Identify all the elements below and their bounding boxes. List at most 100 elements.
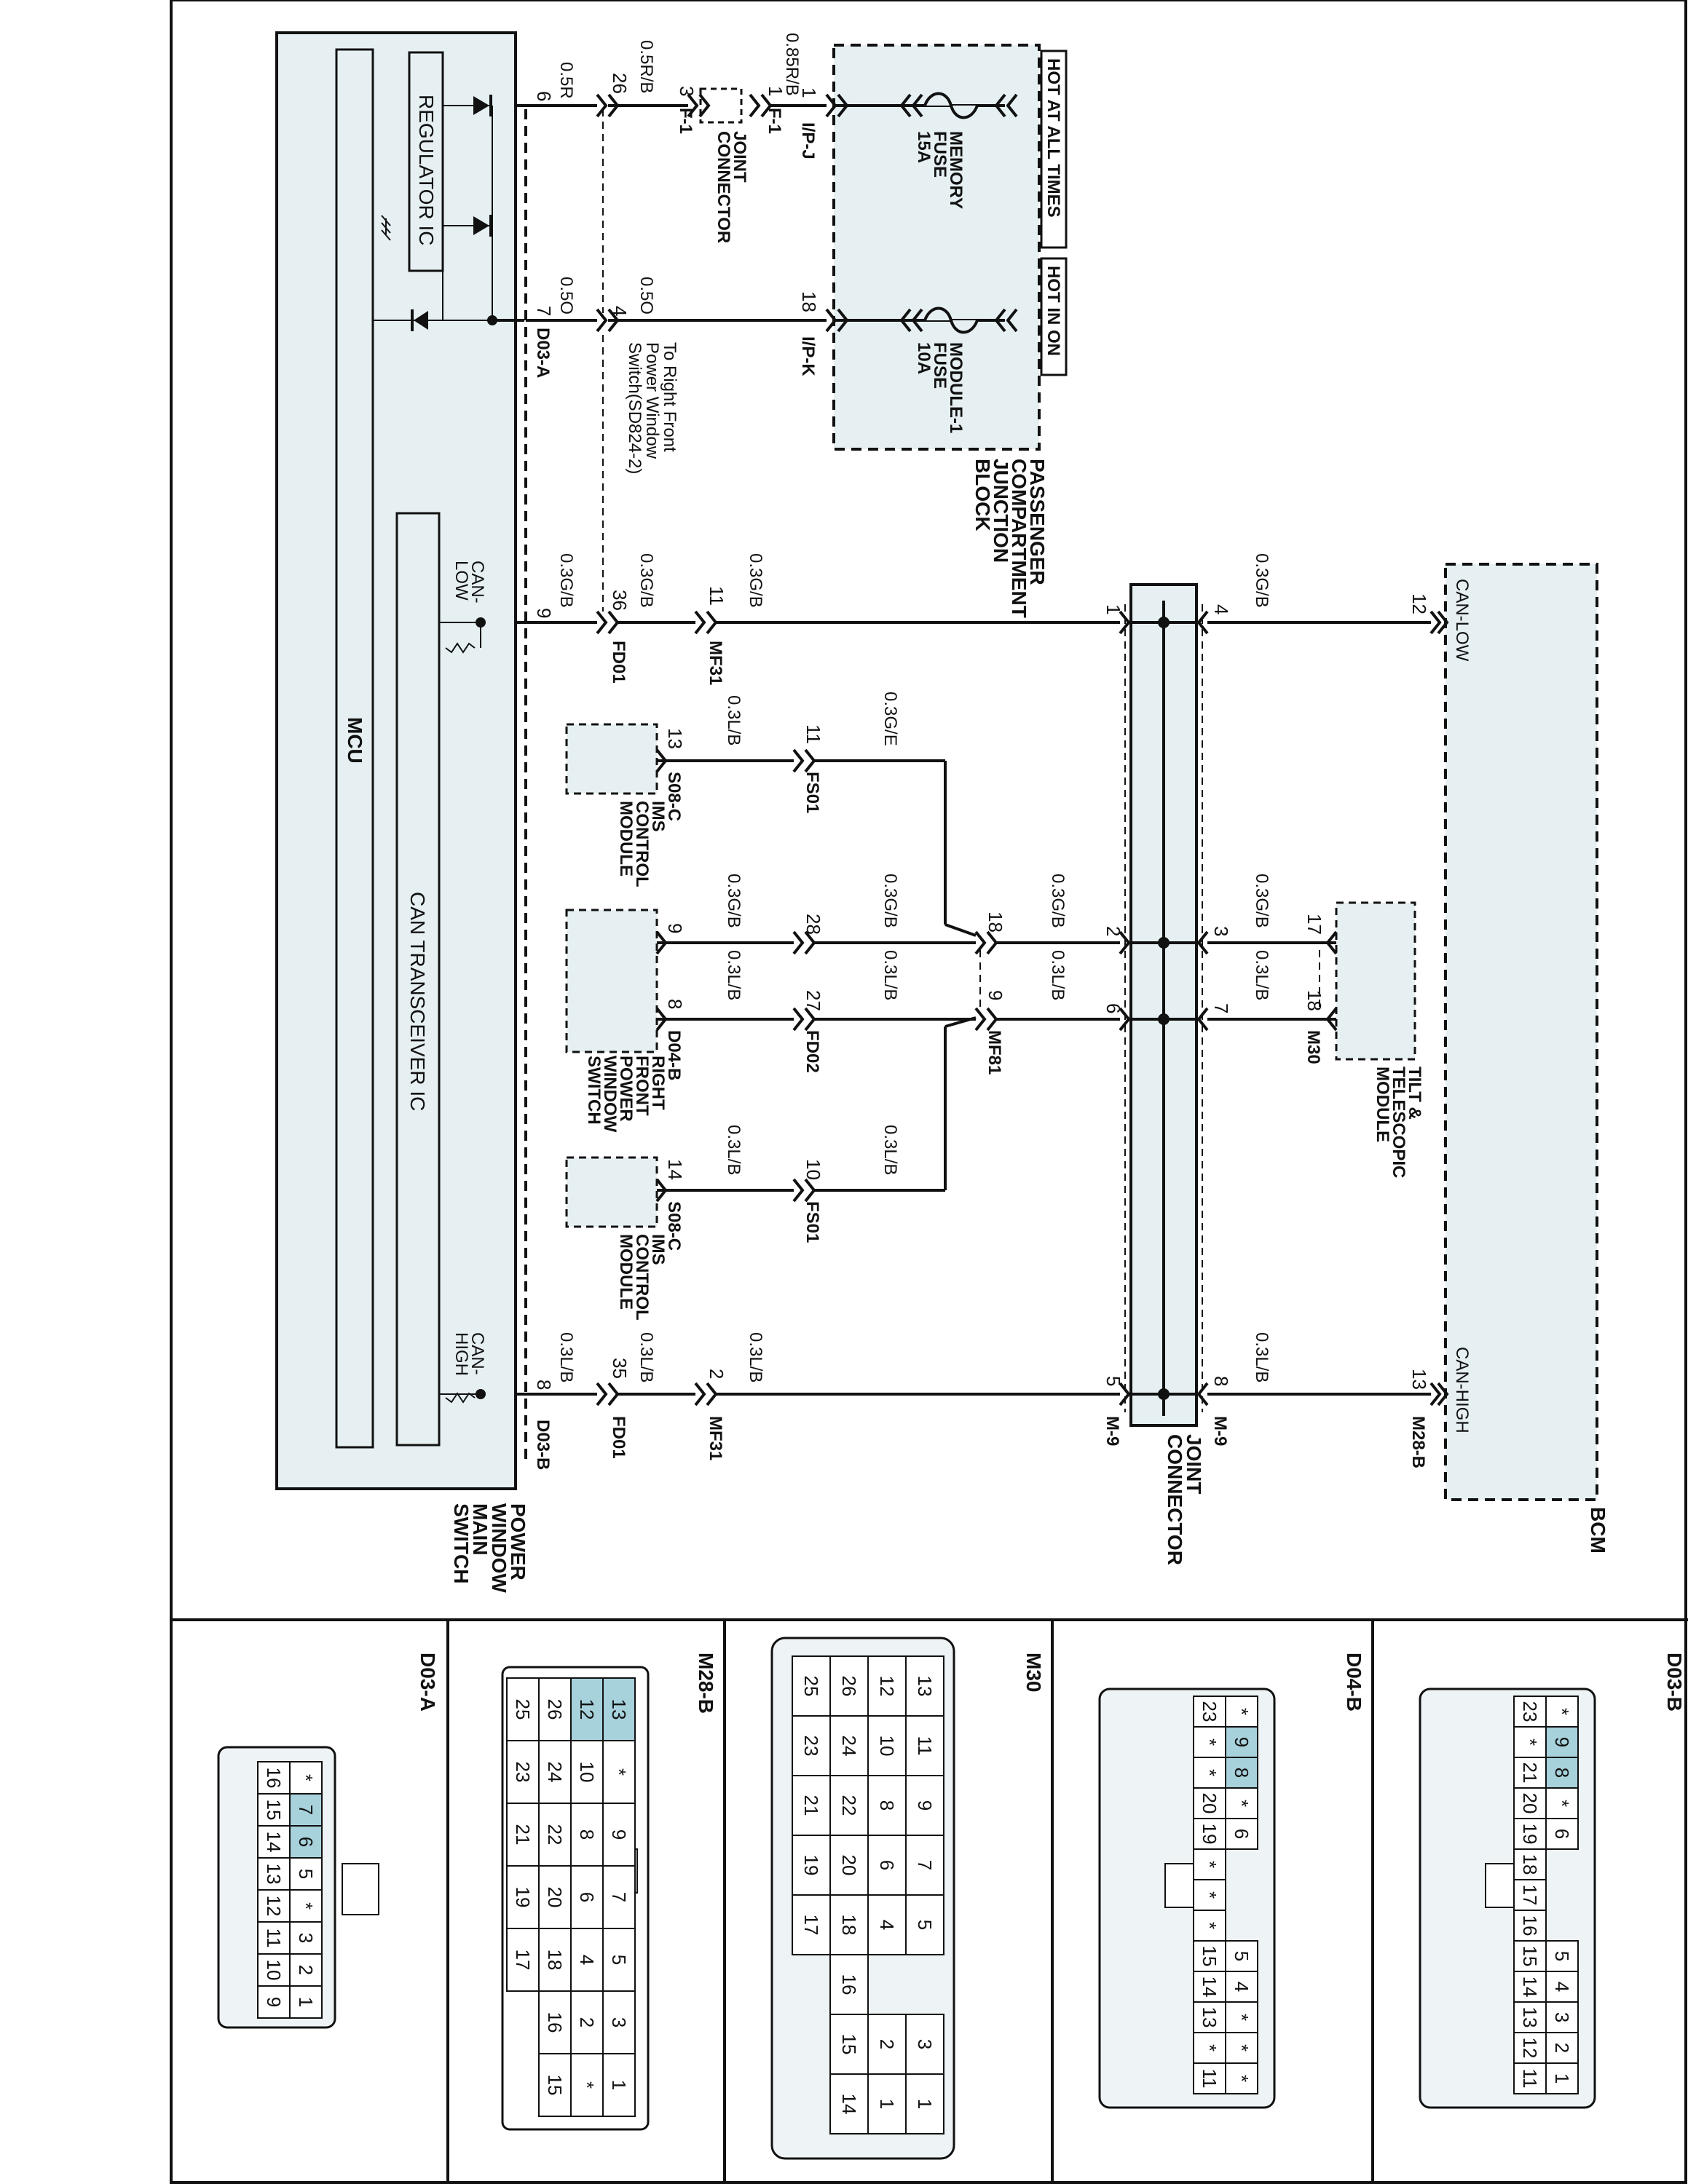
pin-26: 26 [609, 73, 631, 94]
f1-label-right: F-1 [765, 108, 784, 134]
mcu-block [335, 48, 374, 1449]
m28b-pin-cell [602, 1928, 636, 1992]
m28b-pin-cell [570, 1928, 604, 1992]
d04b-pin-label: 15 [1199, 1946, 1220, 1967]
memory-fuse-label-1: MEMORY [946, 131, 966, 209]
d04b-pin-label: 4 [1231, 1982, 1253, 1992]
d03b-pin-label: 8 [1551, 1768, 1573, 1778]
m30-pin-17: 17 [1304, 914, 1325, 935]
d03b-pin-cell [1513, 2062, 1547, 2094]
m30-pin-label: 17 [800, 1915, 822, 1936]
d03b-pin-label: 15 [1519, 1946, 1541, 1967]
d04b-pin-label: * [1231, 2075, 1253, 2082]
junction-block-label-3: JUNCTION [990, 459, 1012, 563]
d03a-pin-cell [257, 1825, 291, 1859]
m9-label-right: M-9 [1210, 1416, 1230, 1446]
m30-pin-label: 14 [838, 2094, 860, 2115]
m30-pin-cell [905, 2073, 944, 2134]
junction-block-label-2: COMPARTMENT [1008, 459, 1030, 618]
bcm-module [1437, 563, 1598, 1501]
m30-label: M30 [1304, 1030, 1323, 1064]
d04b-pin-label: 6 [1231, 1829, 1253, 1839]
d04b-pin-cell [1193, 1818, 1226, 1850]
m28b-pin-cell [570, 1865, 604, 1929]
m30-pin-cell [792, 1835, 831, 1896]
fd01-label-bottom: FD01 [609, 1416, 628, 1459]
d03b-pin-label: 1 [1551, 2073, 1573, 2084]
d04b-pin-cell [1193, 1940, 1226, 1972]
m28b-pin-cell [538, 1990, 572, 2054]
d04b-view-title: D04-B [1343, 1653, 1365, 1712]
m28b-pin-label: 16 [544, 2012, 566, 2033]
mf81-label: MF81 [985, 1030, 1004, 1075]
hot-at-all-times-box [1040, 50, 1068, 249]
m28b-pin-label: 8 [576, 1829, 598, 1840]
d04b-pin-label: * [1231, 2044, 1253, 2052]
d03b-pin-label: 17 [1519, 1885, 1541, 1906]
power-window-main-switch: REGULATOR IC MCU CAN TRANSCEIVER IC CAN- [275, 31, 527, 1490]
m30-pin-cell [792, 1775, 831, 1836]
rf-label-1: RIGHT [648, 1056, 668, 1110]
m28b-pin-label: 25 [512, 1699, 534, 1720]
d03b-pin-cell [1513, 1971, 1547, 2003]
d03b-pin-label: 11 [1519, 2069, 1541, 2089]
d03a-pin-label: 12 [263, 1896, 285, 1917]
wire-05o-label-left: 0.5O [556, 277, 576, 314]
m28b-pin-cell [570, 1803, 604, 1867]
s08c-label-upper: S08-C [664, 772, 684, 821]
m30-pin-label: 5 [914, 1920, 936, 1930]
junction-block-label-1: PASSENGER [1026, 459, 1049, 585]
d03a-pin-cell [257, 1985, 291, 2019]
joint-center-label-2: CONNECTOR [1164, 1434, 1186, 1565]
m30-pin-cell [867, 1655, 907, 1717]
d04b-pin-cell [1193, 1696, 1226, 1728]
m9-pin-2: 2 [1103, 926, 1124, 936]
m30-pin-cell [829, 2014, 869, 2075]
fs01-label-upper: FS01 [802, 772, 822, 813]
d03b-pin-label: 16 [1519, 1915, 1541, 1936]
fs01-pin-10: 10 [802, 1159, 824, 1180]
d03b-pin-label: 4 [1551, 1982, 1573, 1992]
m30-pin-cell [792, 1655, 831, 1717]
wire-05r-label: 0.5R [556, 62, 576, 99]
module1-fuse-label-1: MODULE-1 [946, 342, 966, 433]
d03a-pin-label: * [295, 1774, 317, 1781]
joint-connector-f1-label-2: CONNECTOR [714, 131, 733, 243]
tilt-telescopic-module [1207, 901, 1416, 1061]
tt-label-2: TELESCOPIC [1389, 1067, 1408, 1178]
m28b-pin-label: * [608, 1768, 630, 1776]
d03a-pin-cell [257, 1857, 291, 1891]
fd02-label: FD02 [802, 1030, 822, 1073]
d04b-pin-label: 8 [1231, 1768, 1253, 1778]
m28b-pin-cell [506, 1803, 540, 1867]
d03b-pin-label: 6 [1551, 1829, 1573, 1839]
to-right-front-label-2: Power Window [642, 342, 662, 459]
can-low-wire-label-3: 0.3G/B [746, 553, 765, 608]
d03b-pin-label: * [1519, 1738, 1541, 1746]
memory-fuse-symbol [923, 92, 979, 119]
can-high-wire-label-1: 0.3L/B [556, 1332, 576, 1382]
m28b-pin-label: 3 [608, 2017, 630, 2027]
fd02-pin-27: 27 [802, 990, 824, 1011]
m30-pin-label: 1 [914, 2099, 936, 2109]
rf-wire-lb-label-2: 0.3L/B [880, 950, 900, 1000]
d04b-pin-9: 9 [664, 923, 686, 933]
d03a-pin-label: 6 [295, 1837, 317, 1847]
m28b-pin-cell [506, 1928, 540, 1992]
d03b-pin-cell [1545, 1726, 1579, 1758]
bcm-can-low-label: CAN-LOW [1452, 579, 1472, 662]
s08c-pin-14: 14 [664, 1159, 686, 1180]
m28b-pin-label: * [576, 2081, 598, 2089]
d04b-pin-cell [1225, 1818, 1258, 1850]
m30-pin-label: 19 [800, 1855, 822, 1876]
rf-wire-lb-label-3: 0.3L/B [1048, 950, 1068, 1000]
joint-connector-f1-label-1: JOINT [730, 131, 749, 183]
m30-pin-label: 16 [838, 1974, 860, 1995]
m28b-pin-cell [570, 1677, 604, 1741]
d04b-pin-label: 23 [1199, 1701, 1220, 1722]
d03a-pin-label: 13 [263, 1864, 285, 1885]
d03a-pin-6: 6 [533, 91, 555, 101]
rf-label-4: WINDOW [600, 1056, 620, 1133]
connector-view-m30: M30 131197531121086421262422201816151425… [770, 1637, 1045, 2160]
